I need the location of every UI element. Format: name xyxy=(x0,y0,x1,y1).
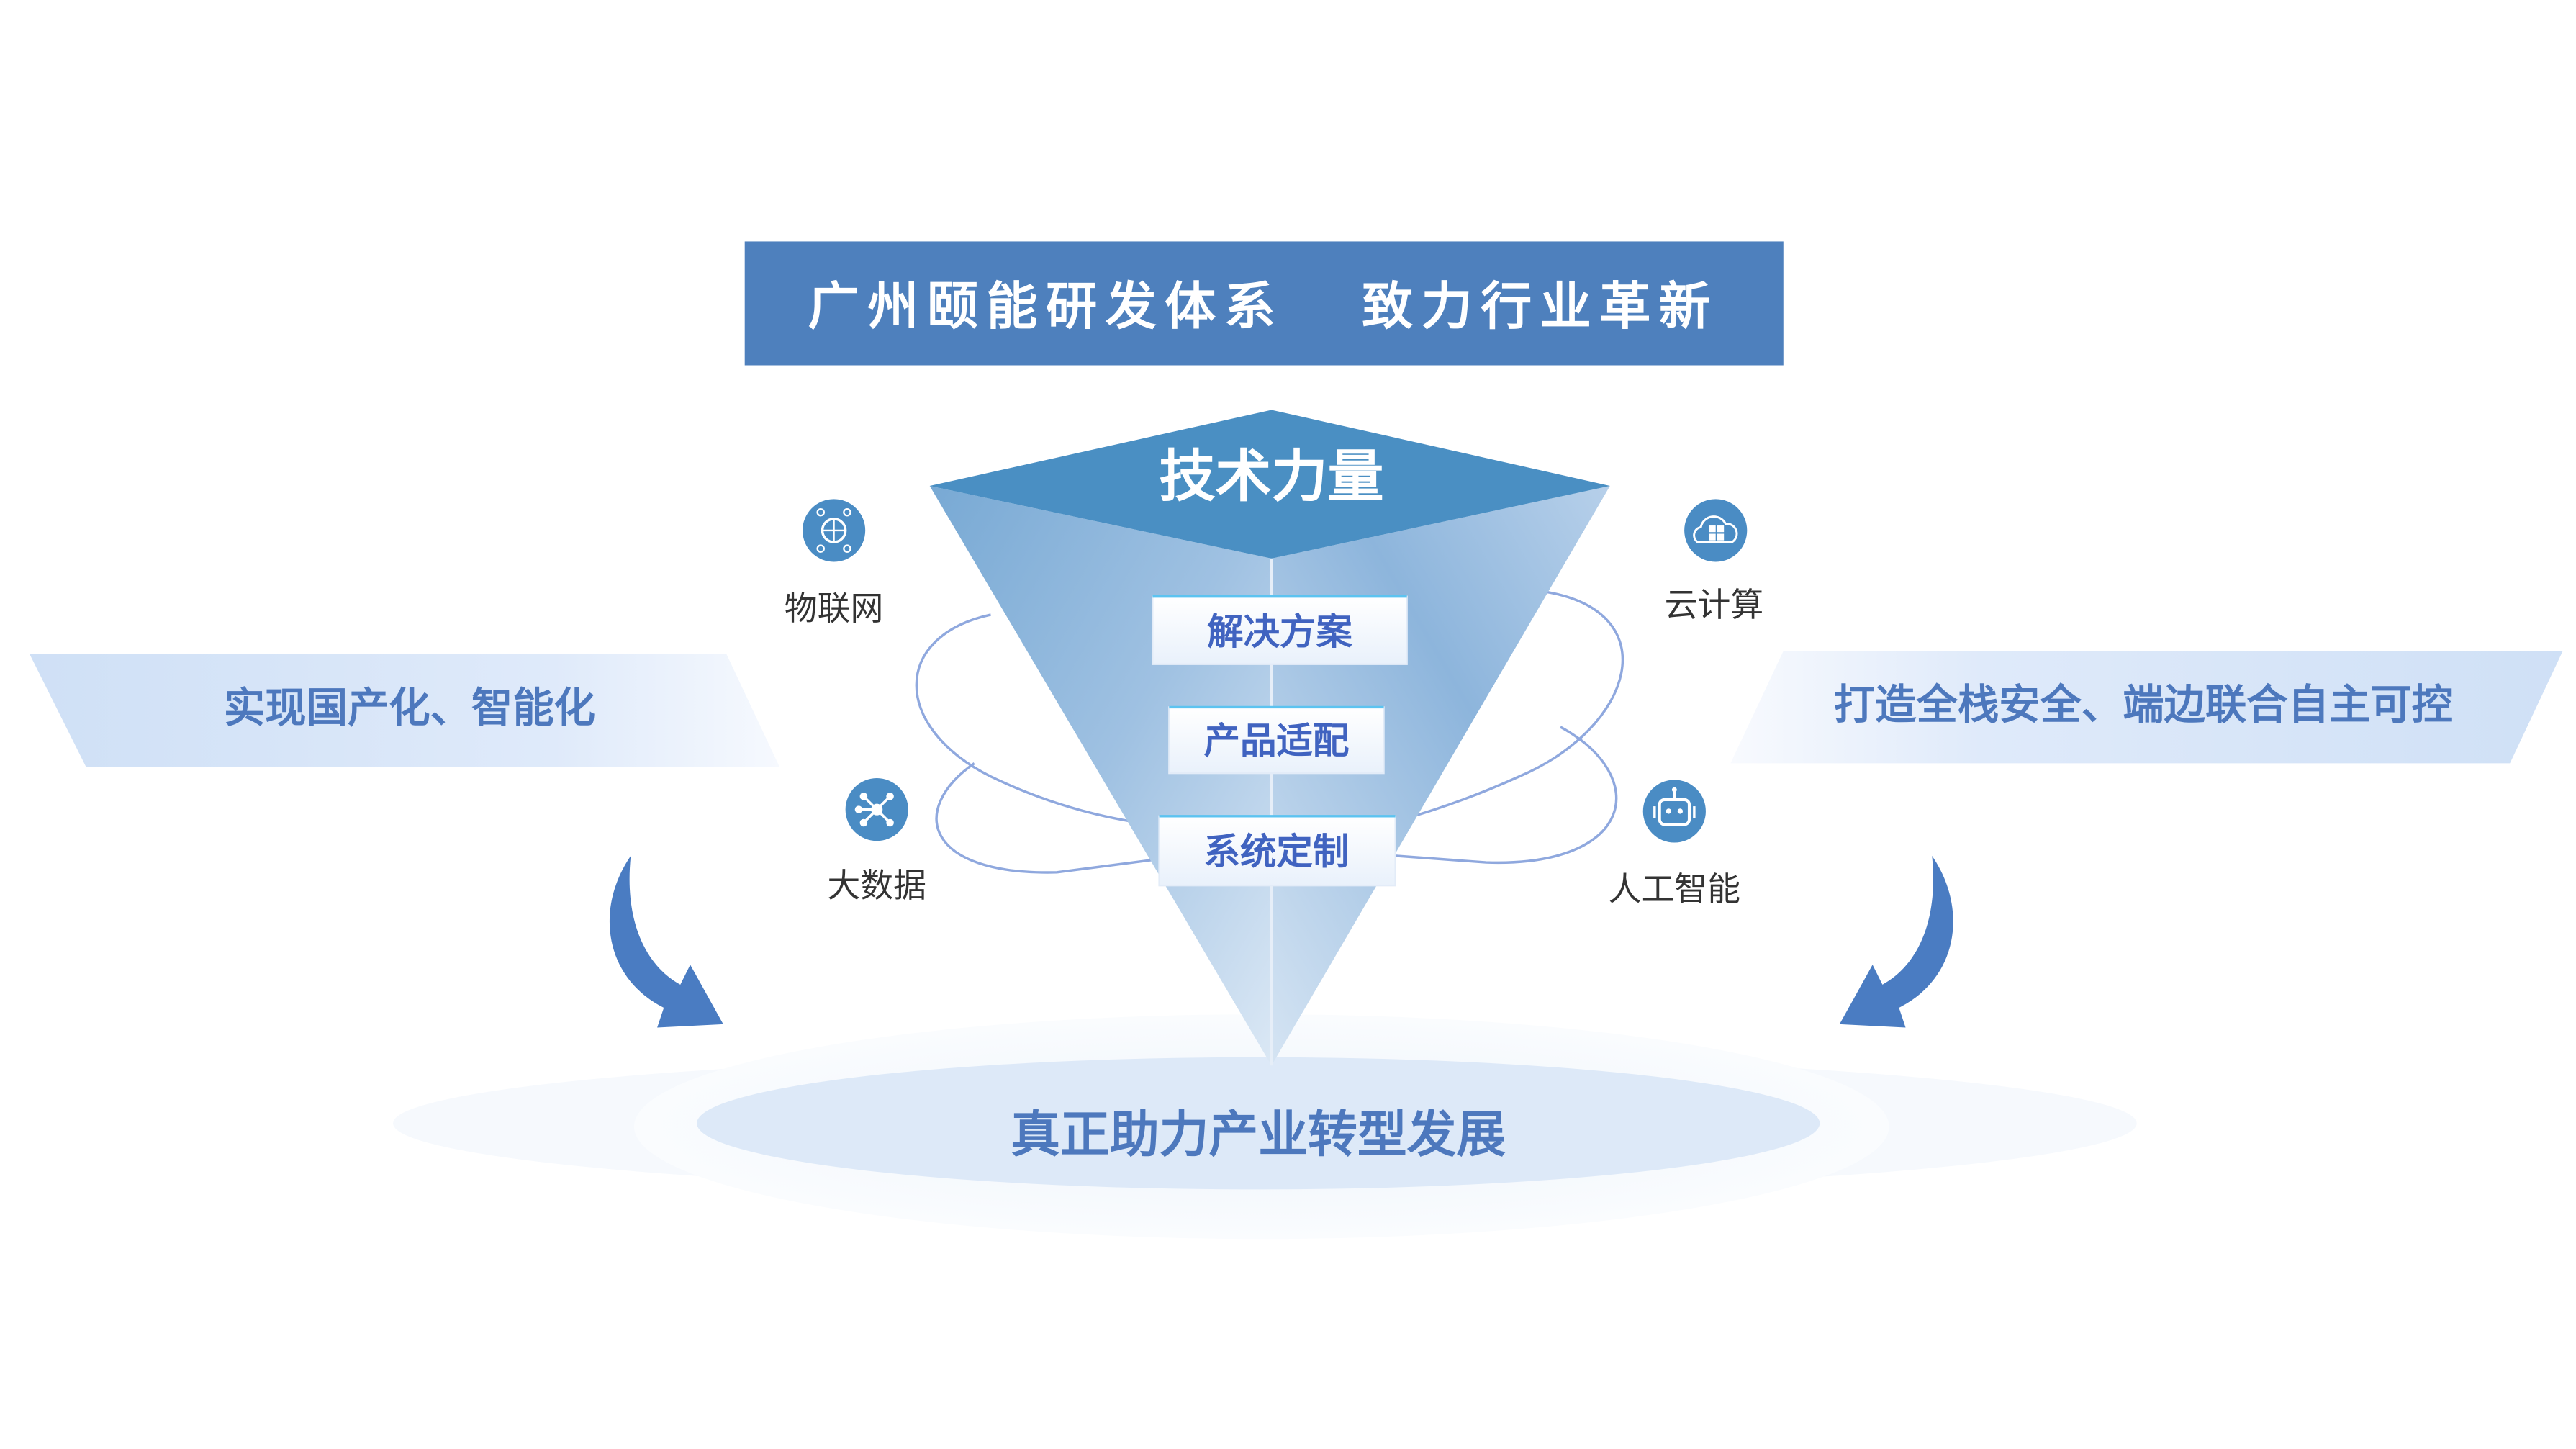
layer-solution: 解决方案 xyxy=(1207,610,1352,653)
layer-box: 产品适配 xyxy=(1168,705,1385,775)
tech-label: 人工智能 xyxy=(1609,870,1741,908)
right-curved-arrow-icon xyxy=(1839,855,1953,1028)
left-banner: 实现国产化、智能化 xyxy=(30,654,779,767)
tech-ai: 人工智能 xyxy=(1609,780,1741,908)
robot-ai-icon xyxy=(1642,780,1706,843)
layer-product-adaptation: 产品适配 xyxy=(1204,720,1350,762)
orbit-lines xyxy=(915,590,1624,874)
tech-label: 大数据 xyxy=(827,866,926,905)
tech-iot: 物联网 xyxy=(785,499,884,628)
left-curved-arrow-icon xyxy=(609,855,723,1028)
header-banner: 广州颐能研发体系 致力行业革新 xyxy=(744,241,1784,366)
funnel-top-label: 技术力量 xyxy=(1160,445,1384,510)
bottom-platform: 真正助力产业转型发展 xyxy=(393,1014,2137,1240)
tech-label: 云计算 xyxy=(1665,585,1764,624)
bottom-slogan: 真正助力产业转型发展 xyxy=(1011,1106,1506,1164)
header-title: 广州颐能研发体系 致力行业革新 xyxy=(808,276,1719,336)
left-banner-text: 实现国产化、智能化 xyxy=(224,684,595,732)
right-banner-text: 打造全栈安全、端边联合自主可控 xyxy=(1834,680,2453,728)
tech-label: 物联网 xyxy=(785,589,884,628)
layer-box: 系统定制 xyxy=(1158,815,1396,887)
right-banner: 打造全栈安全、端边联合自主可控 xyxy=(1730,651,2563,764)
layer-system-customization: 系统定制 xyxy=(1204,830,1350,872)
tech-bigdata: 大数据 xyxy=(827,778,926,905)
tech-cloud: 云计算 xyxy=(1665,499,1764,624)
layer-box: 解决方案 xyxy=(1152,595,1408,665)
